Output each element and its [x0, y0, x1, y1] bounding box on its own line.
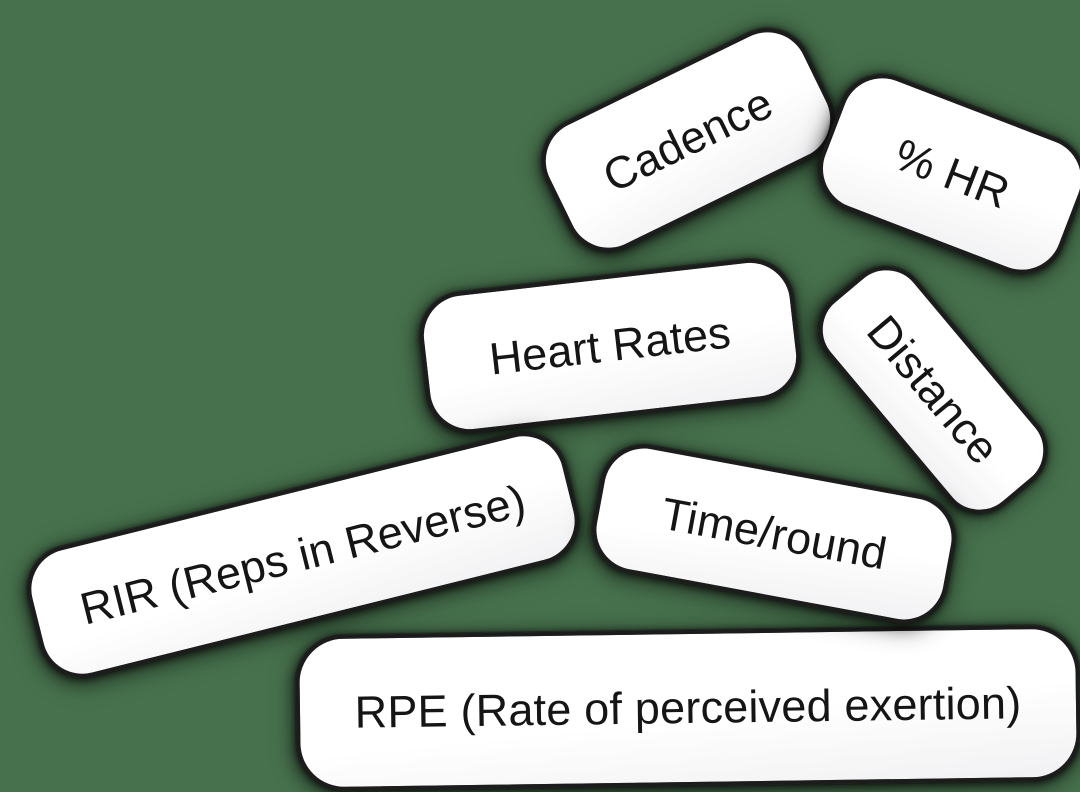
option-card-heart-rates[interactable]: Heart Rates: [415, 254, 805, 438]
option-card-pct-hr[interactable]: % HR: [806, 61, 1080, 287]
option-card-label: % HR: [887, 128, 1017, 219]
option-card-label: Heart Rates: [486, 306, 734, 385]
option-card-cadence[interactable]: Cadence: [526, 13, 850, 267]
option-card-label: Time/round: [657, 487, 891, 580]
option-card-label: RPE (Rate of perceived exertion): [354, 677, 1022, 738]
option-card-rpe[interactable]: RPE (Rate of perceived exertion): [294, 624, 1080, 792]
option-card-label: Distance: [857, 305, 1010, 474]
option-card-label: RIR (Reps in Reverse): [75, 474, 531, 635]
option-card-time-round[interactable]: Time/round: [585, 437, 963, 631]
option-card-label: Cadence: [595, 76, 781, 203]
